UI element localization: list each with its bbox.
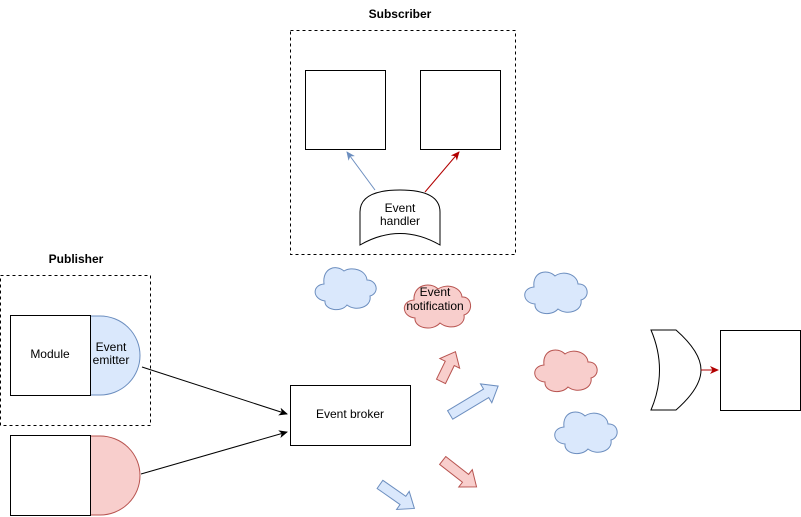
block-arrow-red-up (435, 351, 461, 385)
cloud-blue-1 (314, 267, 377, 311)
subscriber-title: Subscriber (369, 7, 432, 21)
cloud-blue-3 (554, 411, 618, 455)
event-handler-shape (359, 189, 441, 246)
handler-to-left-box-arrow (346, 151, 376, 191)
module-label: Module (30, 347, 70, 361)
cloud-red-2 (534, 349, 598, 393)
emitter-to-broker-arrow (141, 366, 288, 416)
handler-to-right-box-arrow (424, 151, 460, 193)
event-notification-label-line1: Event (420, 285, 451, 299)
cloud-red-notification: Event notification (403, 284, 471, 329)
subscriber-box-right (420, 70, 501, 150)
event-broker-box (290, 385, 411, 446)
receiver-target-box (720, 330, 801, 411)
publisher-group: Publisher Module Event emitter (0, 252, 151, 426)
module-box (10, 315, 91, 396)
event-broker-label: Event broker (316, 407, 384, 421)
receiver-shape (650, 329, 702, 411)
publisher-dashed-boundary (0, 275, 151, 426)
event-emitter-shape (89, 315, 141, 396)
subscriber-box-left (305, 70, 386, 150)
cloud-blue-2 (524, 271, 588, 315)
event-notification-label-line2: notification (406, 299, 463, 313)
event-emitter-2-shape (89, 435, 141, 516)
emitter-2-to-broker-arrow (140, 430, 288, 475)
block-arrow-blue-down (376, 479, 416, 511)
module-2-box (10, 435, 91, 516)
block-arrow-red-down (438, 455, 478, 488)
subscriber-dashed-boundary (290, 30, 516, 255)
event-handler-label-line2: handler (380, 214, 420, 228)
event-handler-label-line1: Event (385, 201, 416, 215)
publisher-title: Publisher (49, 252, 104, 266)
event-emitter-label-line2: emitter (93, 353, 130, 367)
event-emitter-label-line1: Event (96, 340, 127, 354)
subscriber-group: Subscriber Event handler (290, 7, 516, 255)
block-arrow-blue-up (446, 383, 499, 420)
